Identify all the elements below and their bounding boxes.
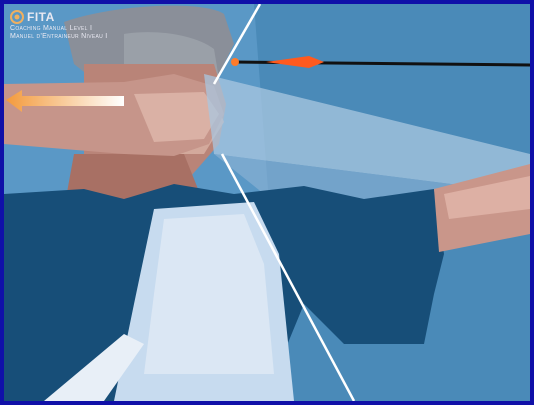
brand-subtitle-fr: Manuel d'Entraineur Niveau I [10, 33, 108, 40]
illustration-canvas: FITA Coaching Manual Level I Manuel d'En… [4, 4, 530, 401]
fita-branding: FITA Coaching Manual Level I Manuel d'En… [10, 10, 108, 40]
archer-illustration [4, 4, 530, 401]
arrow-nock [231, 58, 239, 66]
fita-target-logo-icon [10, 10, 24, 24]
brand-title: FITA [27, 11, 55, 23]
brand-subtitle-en: Coaching Manual Level I [10, 25, 108, 32]
